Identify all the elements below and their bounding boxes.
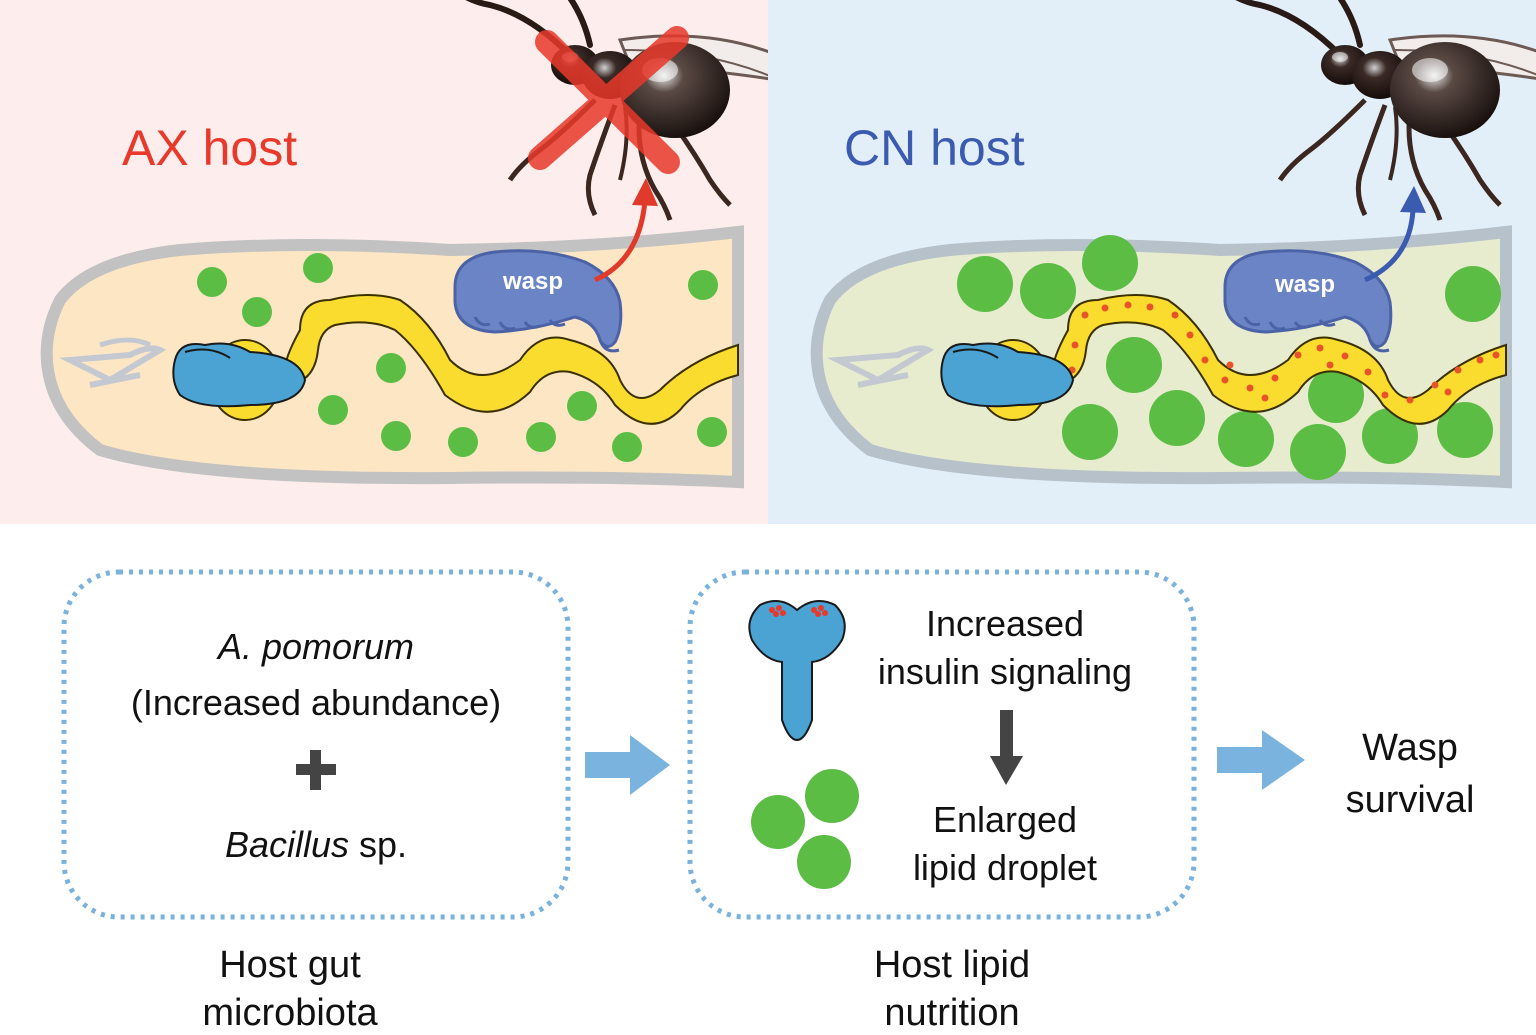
insulin-signal-line1: Increased <box>925 603 1085 644</box>
brain-icon <box>748 600 846 742</box>
flow-arrow-icon <box>585 735 670 795</box>
ax-gut <box>283 294 739 425</box>
ax-brain <box>172 339 307 421</box>
insulin-signal-line2: insulin signaling <box>877 651 1133 692</box>
microbiota-caption-line2: microbiota <box>202 992 378 1034</box>
species-bacillus-genus: Bacillus <box>224 824 350 865</box>
lipid-droplet-icon <box>751 769 859 889</box>
species-a-pomorum: A. pomorum <box>217 626 415 667</box>
species-a-pomorum-note: (Increased abundance) <box>130 682 502 723</box>
lipid-caption-line1: Host lipid <box>873 944 1031 986</box>
plus-icon <box>296 750 336 790</box>
ax-lipid-droplets <box>197 253 727 462</box>
ax-emerge-arrow <box>593 199 648 283</box>
flow-arrow-icon <box>1217 730 1305 790</box>
gut-microbiota-dots <box>1068 301 1500 404</box>
cn-wasp-label: wasp <box>1274 271 1335 298</box>
lipid-droplet-line1: Enlarged <box>932 799 1078 840</box>
species-bacillus-suffix: sp. <box>349 824 408 865</box>
ax-wasp-label: wasp <box>502 268 563 295</box>
outcome-line1: Wasp <box>1362 727 1458 769</box>
ax-panel-title: AX host <box>122 120 298 176</box>
lipid-caption-line2: nutrition <box>884 992 1020 1034</box>
down-arrow-icon <box>990 710 1023 785</box>
cn-lipid-droplets <box>957 235 1501 480</box>
cross-mark-icon <box>528 26 689 174</box>
outcome-line2: survival <box>1345 779 1475 821</box>
cn-emerge-arrow <box>1363 209 1416 283</box>
cn-panel-title: CN host <box>844 120 1025 176</box>
microbiota-caption-line1: Host gut <box>219 944 361 986</box>
cn-brain <box>940 339 1075 421</box>
species-bacillus: Bacillus sp. <box>64 824 568 866</box>
lipid-droplet-line2: lipid droplet <box>912 847 1098 888</box>
cn-gut <box>1051 294 1507 425</box>
